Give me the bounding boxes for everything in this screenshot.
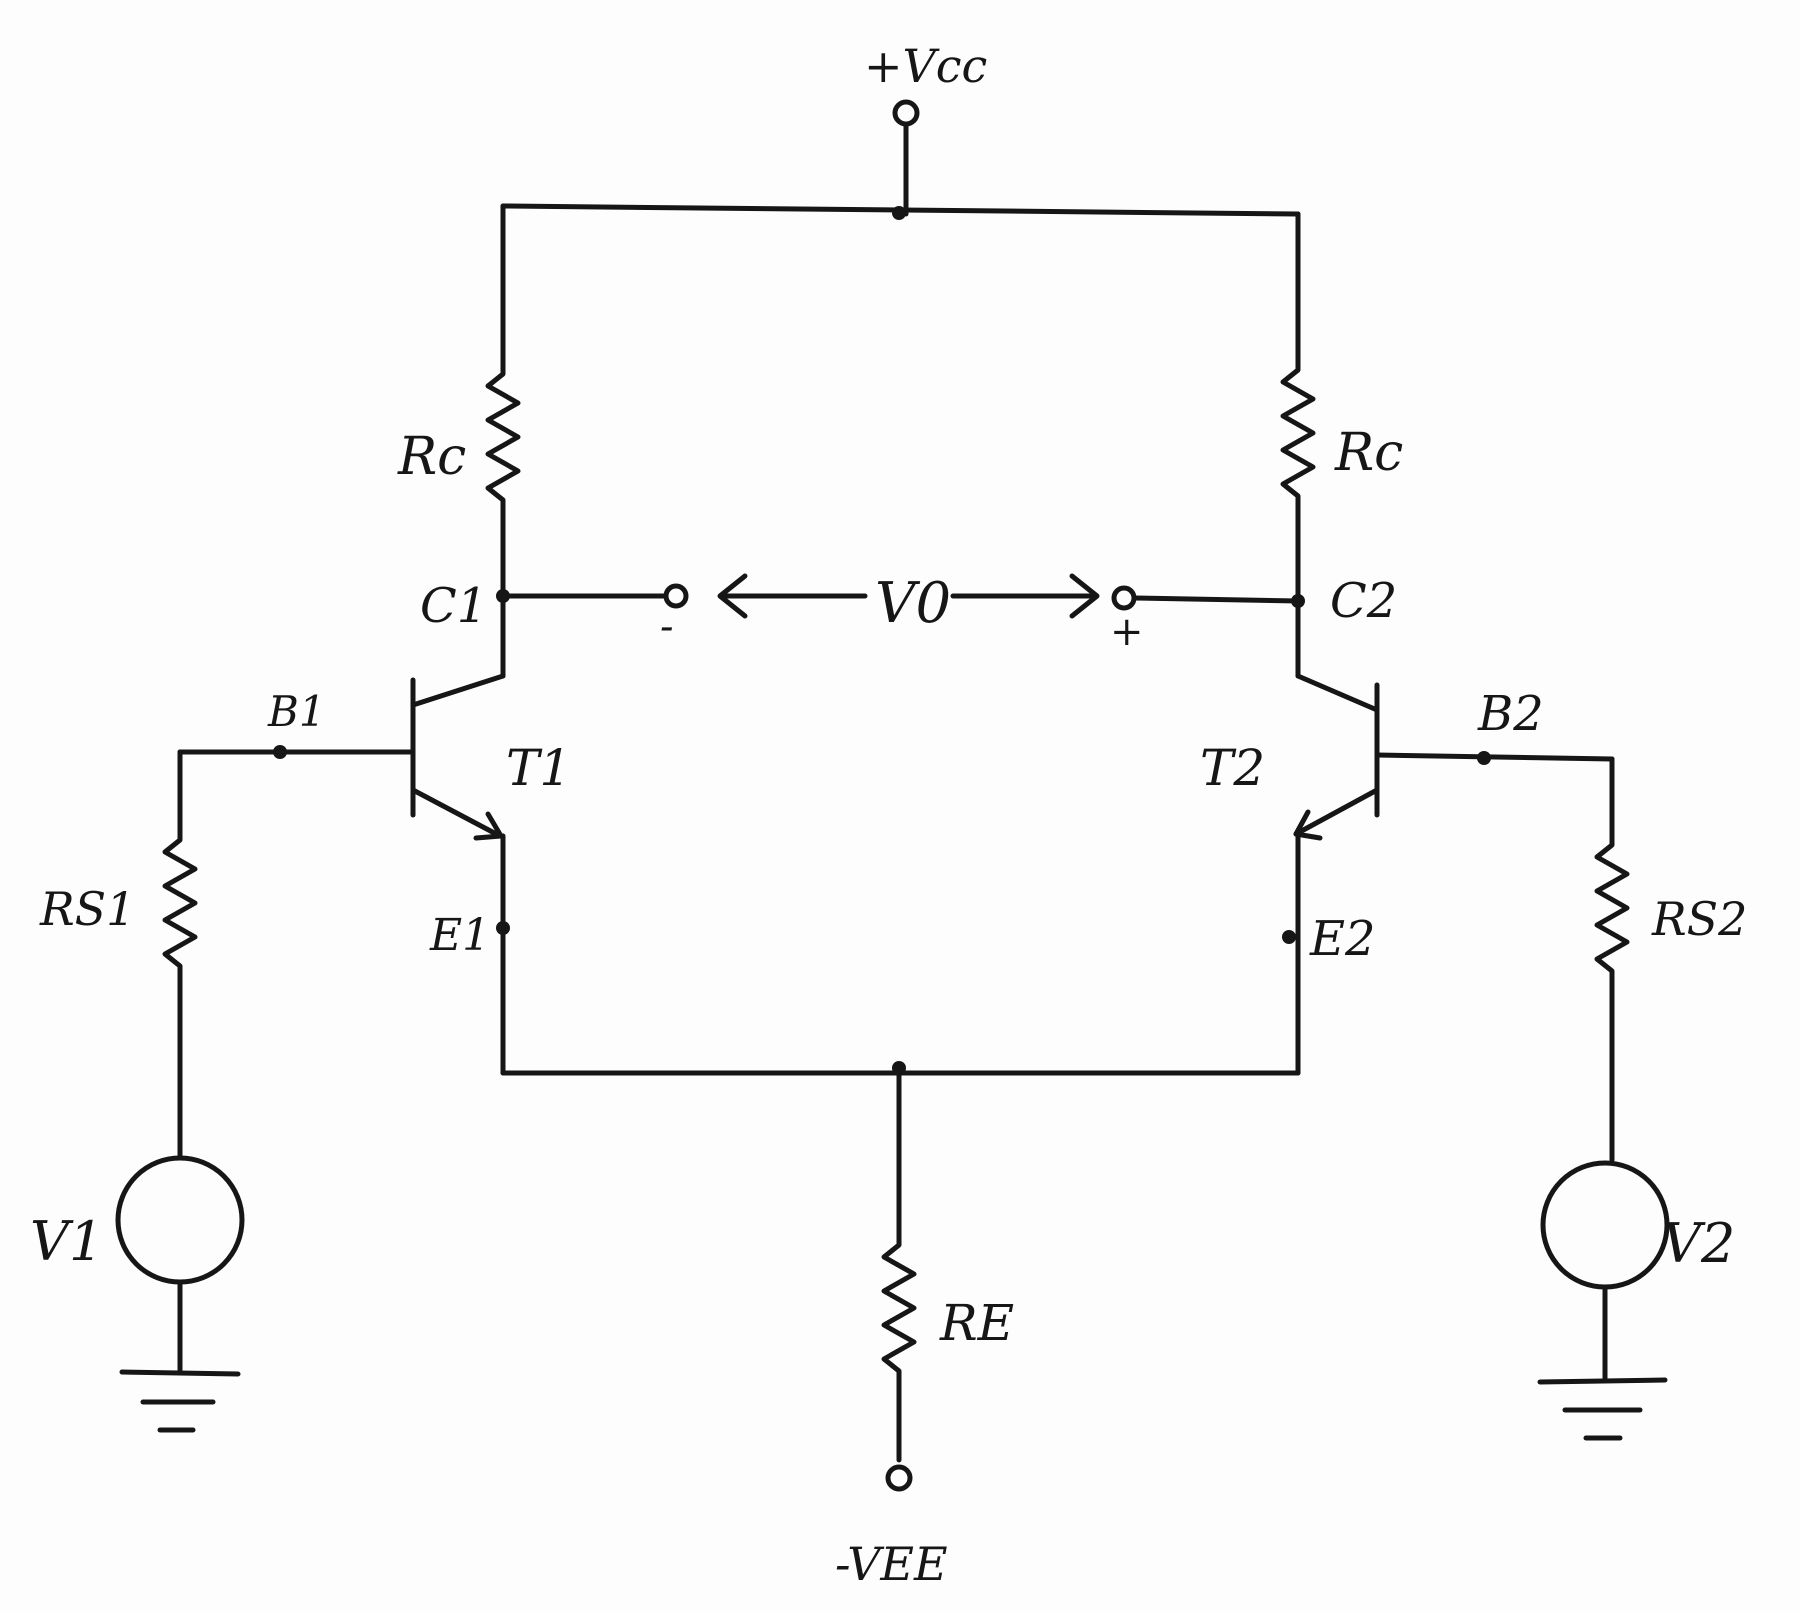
t1-label: T1	[506, 739, 571, 797]
v1-label: V1	[30, 1210, 103, 1273]
e1-label: E1	[429, 910, 490, 961]
rc-right-label: Rc	[1334, 423, 1403, 483]
b2-wire	[1374, 752, 1615, 762]
b1-node	[273, 745, 287, 759]
vee-terminal	[885, 1464, 913, 1492]
e1-node	[496, 921, 510, 935]
ground-left-icon	[119, 1279, 241, 1433]
ground-right-icon	[1537, 1284, 1668, 1441]
out-minus-label: -	[660, 604, 674, 650]
rc-left-resistor	[485, 203, 521, 523]
vee-label: -VEE	[835, 1537, 948, 1591]
v1-source	[115, 1155, 245, 1285]
out-plus-label: +	[1110, 609, 1144, 655]
vcc-terminal	[892, 99, 920, 127]
rs1-resistor	[162, 749, 198, 1163]
re-resistor	[881, 1065, 917, 1463]
vcc-node	[892, 206, 906, 220]
rs2-resistor	[1594, 756, 1630, 1163]
vo-label: V0	[875, 571, 951, 636]
re-label: RE	[939, 1294, 1014, 1352]
c2-label: C2	[1330, 573, 1397, 629]
vo-arrows	[717, 573, 1100, 619]
rs1-label: RS1	[39, 882, 135, 936]
c1-label: C1	[420, 578, 487, 634]
c2-output-wire	[1131, 595, 1301, 604]
v2-source	[1540, 1160, 1670, 1290]
t2-label: T2	[1200, 739, 1265, 797]
v2-label: V2	[1662, 1212, 1735, 1275]
out-minus-terminal	[663, 583, 689, 609]
vcc-label: +Vcc	[864, 39, 987, 93]
rc-right-resistor	[1280, 211, 1316, 523]
b2-label: B2	[1477, 686, 1544, 742]
rs2-label: RS2	[1651, 892, 1747, 946]
rc-left-label: Rc	[397, 427, 466, 487]
b2-node	[1477, 751, 1491, 765]
b1-label: B1	[267, 687, 326, 736]
t1-transistor	[410, 673, 506, 1076]
out-plus-terminal	[1111, 585, 1137, 611]
e2-label: E2	[1309, 911, 1376, 967]
e2-node	[1282, 930, 1296, 944]
vcc-supply	[892, 99, 920, 217]
t2-transistor	[1293, 673, 1380, 1076]
